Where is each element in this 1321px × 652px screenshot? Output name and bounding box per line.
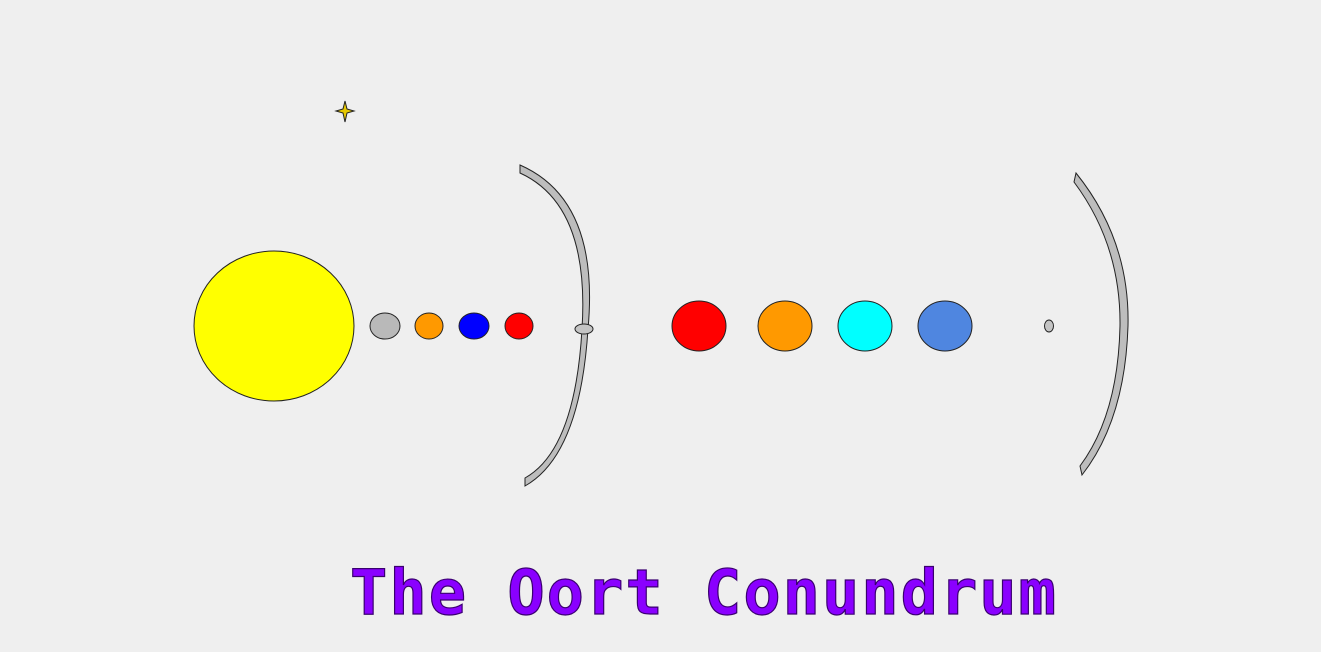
asteroid-belt-arc bbox=[519, 164, 591, 487]
planet-jupiter bbox=[671, 300, 727, 352]
planet-venus bbox=[414, 312, 444, 340]
planet-mars bbox=[504, 312, 534, 340]
planet-saturn bbox=[757, 300, 813, 352]
diagram-title: The Oort Conundrum bbox=[350, 556, 1058, 629]
dwarf-planet-pluto bbox=[1044, 319, 1054, 333]
sun bbox=[193, 250, 355, 402]
planet-neptune bbox=[917, 300, 973, 352]
ceres-dwarf-planet bbox=[574, 323, 594, 335]
planet-earth bbox=[458, 312, 490, 340]
kuiper-belt-arc bbox=[1073, 171, 1129, 477]
planet-uranus bbox=[837, 300, 893, 352]
sparkle-star-icon bbox=[334, 100, 356, 123]
planet-mercury bbox=[369, 312, 401, 340]
